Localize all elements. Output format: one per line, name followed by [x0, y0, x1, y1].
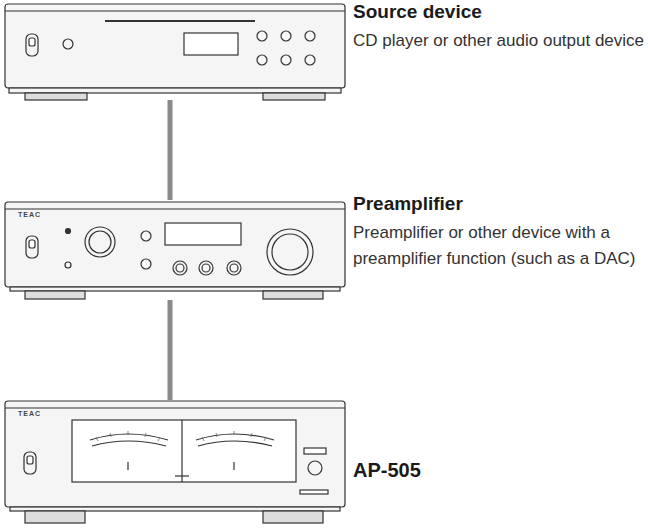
device-caption: AP-505: [353, 458, 645, 482]
device-description: CD player or other audio output device: [353, 28, 645, 54]
brand-logo: TEAC: [18, 410, 41, 417]
device-name: Source device: [353, 0, 645, 24]
preamplifier-device: PreamplifierPreamplifier or other device…: [5, 200, 347, 300]
audio-cable: [170, 100, 171, 200]
brand-logo: TEAC: [18, 211, 41, 218]
device-description: Preamplifier or other device with a prea…: [353, 220, 645, 272]
device-name: AP-505: [353, 458, 645, 482]
device-name: Preamplifier: [353, 192, 645, 216]
device-caption: Source device CD player or other audio ou…: [353, 0, 645, 54]
power-amplifier-device: AP-505: [5, 400, 347, 525]
device-caption: PreamplifierPreamplifier or other device…: [353, 192, 645, 272]
source-device: Source deviceCD player or other audio ou…: [5, 2, 347, 100]
audio-cable: [170, 300, 171, 400]
